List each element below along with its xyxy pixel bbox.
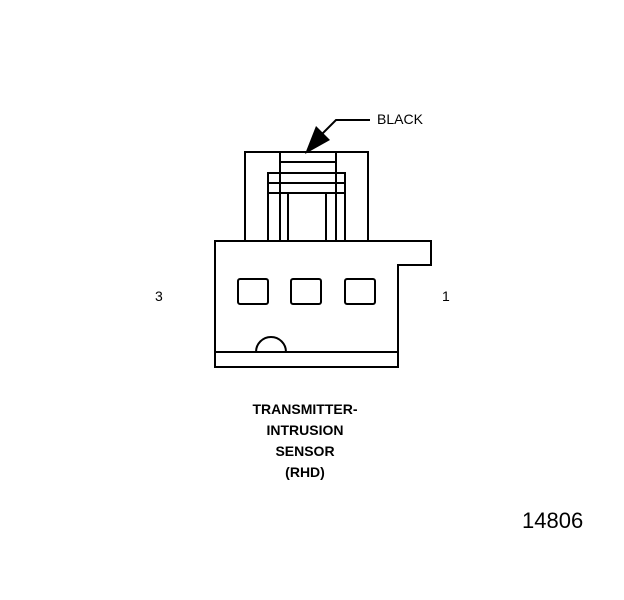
color-leader-arrow: [305, 126, 330, 154]
color-leader-line: [321, 119, 370, 135]
connector-top-shroud: [244, 151, 369, 242]
polarizing-key: [255, 336, 287, 353]
terminal-cavity-2: [290, 278, 322, 305]
pin-number-right: 1: [442, 288, 450, 304]
title-line-1: TRANSMITTER-: [252, 401, 358, 417]
title-line-2: INTRUSION: [266, 422, 344, 438]
connector-body: [214, 240, 432, 368]
pin-number-left: 3: [155, 288, 163, 304]
title-line-3: SENSOR: [275, 443, 335, 459]
figure-number: 14806: [522, 508, 584, 533]
terminal-cavity-3: [237, 278, 269, 305]
terminal-cavity-1: [344, 278, 376, 305]
title-line-4: (RHD): [285, 464, 325, 480]
connector-latch: [267, 172, 346, 241]
wire-color-label: BLACK: [377, 111, 423, 127]
connector-title: TRANSMITTER- INTRUSION SENSOR (RHD): [220, 399, 390, 483]
